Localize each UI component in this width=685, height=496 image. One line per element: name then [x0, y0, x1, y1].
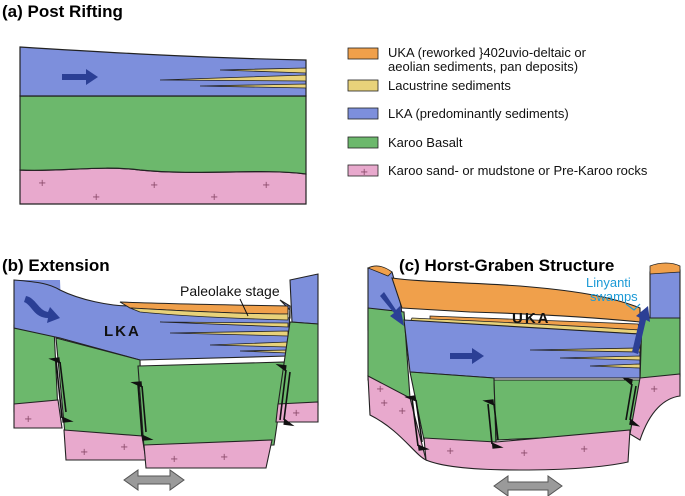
- extension-arrow-icon: [493, 475, 563, 496]
- swamp-label: swamps: [590, 289, 638, 304]
- karoo-pattern: + + + + + +: [24, 408, 300, 465]
- svg-text:+: +: [262, 180, 270, 191]
- legend: UKA (reworked }402uvio-deltaic or aeolia…: [347, 45, 648, 178]
- svg-text:+: +: [170, 454, 178, 465]
- svg-text:+: +: [210, 192, 218, 203]
- karoo-block: [423, 429, 631, 471]
- karoo-block: [143, 439, 273, 469]
- svg-text:+: +: [92, 192, 100, 203]
- svg-text:+: +: [650, 384, 658, 395]
- lacustrine-wedge: [529, 347, 641, 353]
- basalt-block: [137, 361, 287, 449]
- panel-a: (a) Post Rifting + + + + +: [2, 2, 307, 205]
- legend-swatch: [347, 136, 379, 149]
- legend-label: Lacustrine sediments: [388, 78, 511, 93]
- legend-label: Karoo Basalt: [388, 135, 463, 150]
- svg-text:+: +: [220, 452, 228, 463]
- lka-horst: [649, 269, 681, 319]
- swamp-pointer: [625, 303, 641, 311]
- legend-label: Karoo sand- or mudstone or Pre-Karoo roc…: [388, 163, 648, 178]
- svg-text:+: +: [446, 446, 454, 457]
- uka-cap: [649, 262, 681, 275]
- legend-swatch: [347, 79, 379, 92]
- svg-text:+: +: [520, 448, 528, 459]
- lka-horst: [289, 273, 319, 325]
- panel-c-title: (c) Horst-Graben Structure: [399, 256, 614, 275]
- lacustrine-wedge: [199, 83, 307, 89]
- flow-arrow-icon: [380, 292, 404, 326]
- svg-text:+: +: [24, 414, 32, 425]
- panel-a-title: (a) Post Rifting: [2, 2, 123, 21]
- extension-arrow-icon: [123, 469, 185, 491]
- svg-text:+: +: [120, 442, 128, 453]
- svg-text:+: +: [398, 406, 406, 417]
- basalt-block: [409, 371, 497, 445]
- lacustrine-wedge: [559, 355, 641, 361]
- legend-item-lacustrine: Lacustrine sediments: [347, 78, 511, 93]
- lacustrine-layer: [129, 307, 289, 321]
- svg-text:+: +: [580, 444, 588, 455]
- uka-label: UKA: [512, 310, 551, 327]
- fault-arrow-icon: [404, 377, 641, 451]
- lka-label: LKA: [104, 323, 141, 340]
- swamp-label: Linyanti: [586, 275, 631, 290]
- panel-c: (c) Horst-Graben Structure: [367, 256, 681, 496]
- svg-text:+: +: [38, 178, 46, 189]
- flow-arrow-icon: [450, 348, 484, 364]
- lka-layer: [19, 46, 307, 97]
- flow-arrow-icon: [632, 306, 650, 354]
- legend-swatch: [347, 164, 379, 177]
- svg-text:+: +: [80, 447, 88, 458]
- panel-b-title: (b) Extension: [2, 256, 110, 275]
- lacustrine-wedge: [159, 321, 289, 328]
- svg-text:+: +: [150, 180, 158, 191]
- uka-layer: [391, 277, 641, 323]
- legend-item-basalt: Karoo Basalt: [347, 135, 463, 150]
- basalt-layer: [19, 95, 307, 175]
- svg-text:+: +: [380, 398, 388, 409]
- legend-item-lka: LKA (predominantly sediments): [347, 106, 569, 121]
- karoo-pattern: + + + + +: [38, 178, 270, 203]
- legend-label: LKA (predominantly sediments): [388, 106, 569, 121]
- karoo-horst: [275, 401, 319, 423]
- uka-cap: [367, 265, 393, 277]
- svg-text:+: +: [292, 408, 300, 419]
- karoo-pattern: + + + + + + +: [376, 384, 658, 459]
- paleolake-label: Paleolake stage: [180, 283, 280, 299]
- legend-item-uka: UKA (reworked }402uvio-deltaic or aeolia…: [347, 45, 587, 74]
- karoo-block: [13, 399, 63, 429]
- basalt-horst: [639, 317, 681, 381]
- lacustrine-wedge: [159, 74, 307, 82]
- lacustrine-wedge: [219, 67, 307, 74]
- flow-arrow-icon: [24, 296, 60, 323]
- legend-item-karoo: + Karoo sand- or mudstone or Pre-Karoo r…: [347, 163, 648, 178]
- paleolake-pointer: [239, 298, 249, 317]
- svg-text:+: +: [360, 167, 368, 178]
- svg-text:+: +: [376, 384, 384, 395]
- legend-label: UKA (reworked }402uvio-deltaic or: [388, 45, 587, 60]
- flow-arrow-icon: [62, 69, 98, 85]
- legend-swatch: [347, 47, 379, 60]
- legend-swatch: [347, 107, 379, 120]
- lka-layer: [403, 319, 641, 379]
- panel-b: (b) Extension: [2, 256, 319, 491]
- basalt-block: [13, 324, 59, 413]
- karoo-horst: [629, 373, 681, 441]
- fault-arrow-icon: [48, 357, 295, 441]
- legend-label: aeolian sediments, pan deposits): [388, 59, 578, 74]
- lka-layer: [13, 279, 291, 361]
